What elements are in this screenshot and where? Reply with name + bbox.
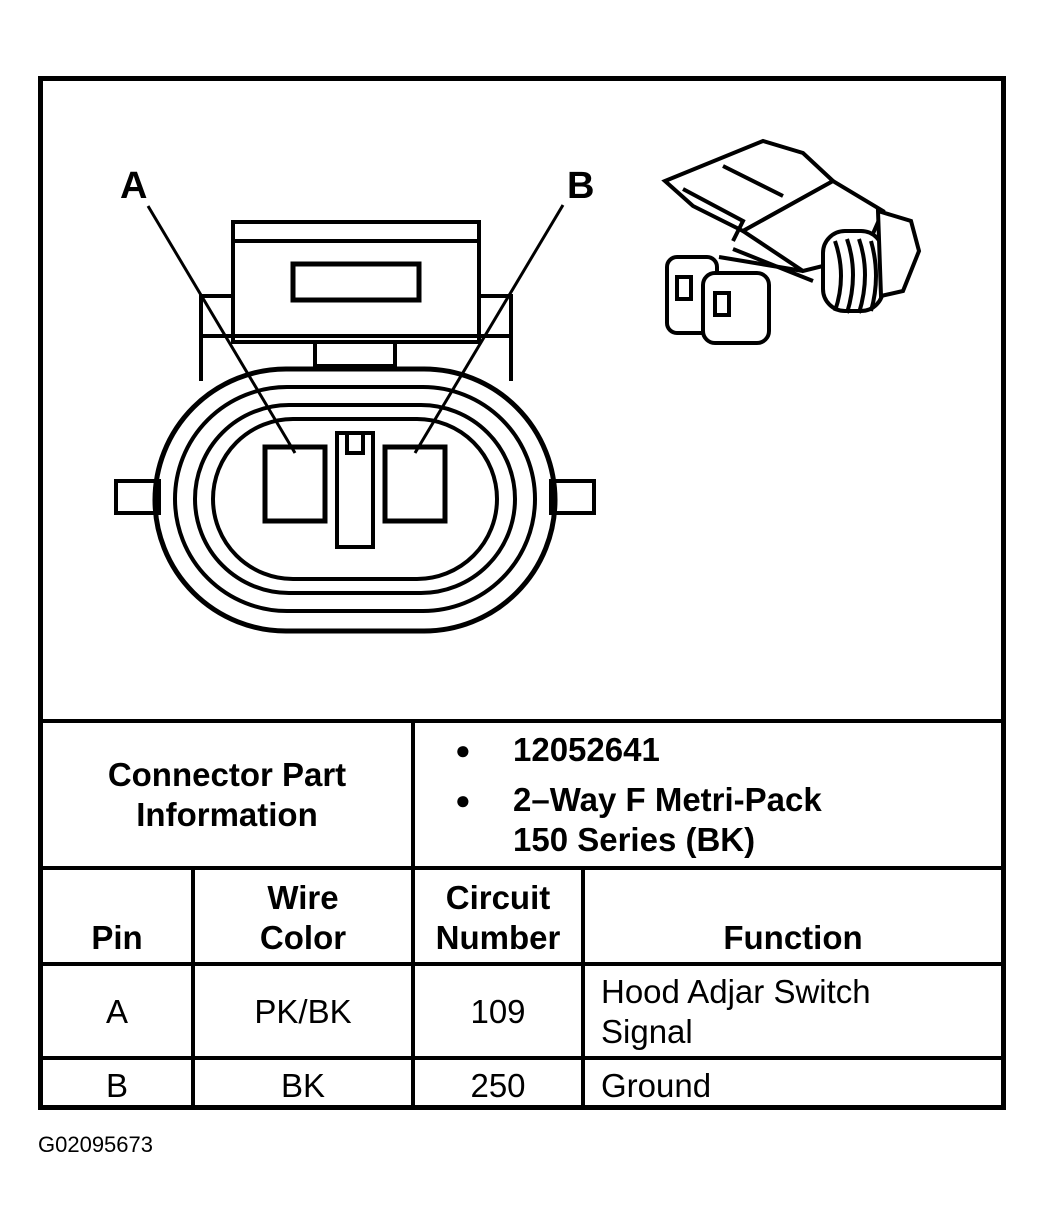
table-cell-wire-color: BK: [280, 1067, 326, 1104]
pin-table: Pin Wire Color Circuit Number Function A…: [43, 866, 1001, 1105]
header-circuit-number: Circuit Number: [435, 879, 561, 956]
table-cell-function-cont: Signal: [601, 1013, 693, 1050]
row-divider: [43, 962, 1001, 966]
connector-3d-icon: [661, 138, 922, 345]
pin-b-leader-line: [413, 204, 565, 454]
header-wire-color: Wire Color: [259, 879, 347, 956]
part-number: 12052641: [513, 731, 660, 768]
connector-top-slot: [290, 261, 422, 303]
header-function: Function: [723, 919, 863, 956]
table-cell-function: Hood Adjar Switch: [601, 973, 871, 1010]
table-cell-pin: A: [105, 993, 128, 1030]
table-cell-wire-color: PK/BK: [254, 993, 352, 1030]
connector-latch: [313, 340, 397, 368]
pin-a-label: A: [120, 165, 148, 207]
table-cell-circuit: 250: [470, 1067, 526, 1104]
row-divider: [43, 1056, 1001, 1060]
bullet-icon: ●: [455, 735, 471, 765]
pin-a-leader-line: [146, 205, 297, 454]
info-label-cell: Connector Part Information: [43, 723, 415, 866]
column-divider: [581, 870, 585, 1105]
connector-outer-oval: [152, 366, 558, 634]
pin-b-label: B: [567, 165, 595, 207]
info-label: Connector Part Information: [107, 755, 347, 833]
bullet-icon: ●: [455, 785, 471, 815]
connector-left-tab: [114, 479, 161, 515]
table-cell-function: Ground: [601, 1067, 712, 1104]
column-divider: [191, 870, 195, 1105]
connector-part-info-row: Connector Part Information ● 12052641 ● …: [43, 719, 1001, 866]
figure-id: G02095673: [38, 1132, 153, 1157]
connector-type: 2–Way F Metri-Pack: [513, 781, 822, 818]
connector-series: 150 Series (BK): [513, 821, 756, 858]
connector-drawing: [114, 138, 922, 634]
table-cell-pin: B: [105, 1067, 128, 1104]
connector-face-view: [114, 204, 596, 634]
pin-a-cavity: [262, 444, 328, 524]
column-divider: [411, 870, 415, 1105]
connector-inner-oval: [173, 385, 537, 613]
connector-figure: A B Connector Part Information ● 1205264…: [38, 76, 1006, 1110]
connector-right-tab: [549, 479, 596, 515]
connector-center-divider: [335, 431, 375, 549]
header-pin: Pin: [91, 919, 143, 956]
table-cell-circuit: 109: [470, 993, 526, 1030]
pin-b-cavity: [382, 444, 448, 524]
info-values-cell: ● 12052641 ● 2–Way F Metri-Pack 150 Seri…: [415, 723, 1001, 866]
